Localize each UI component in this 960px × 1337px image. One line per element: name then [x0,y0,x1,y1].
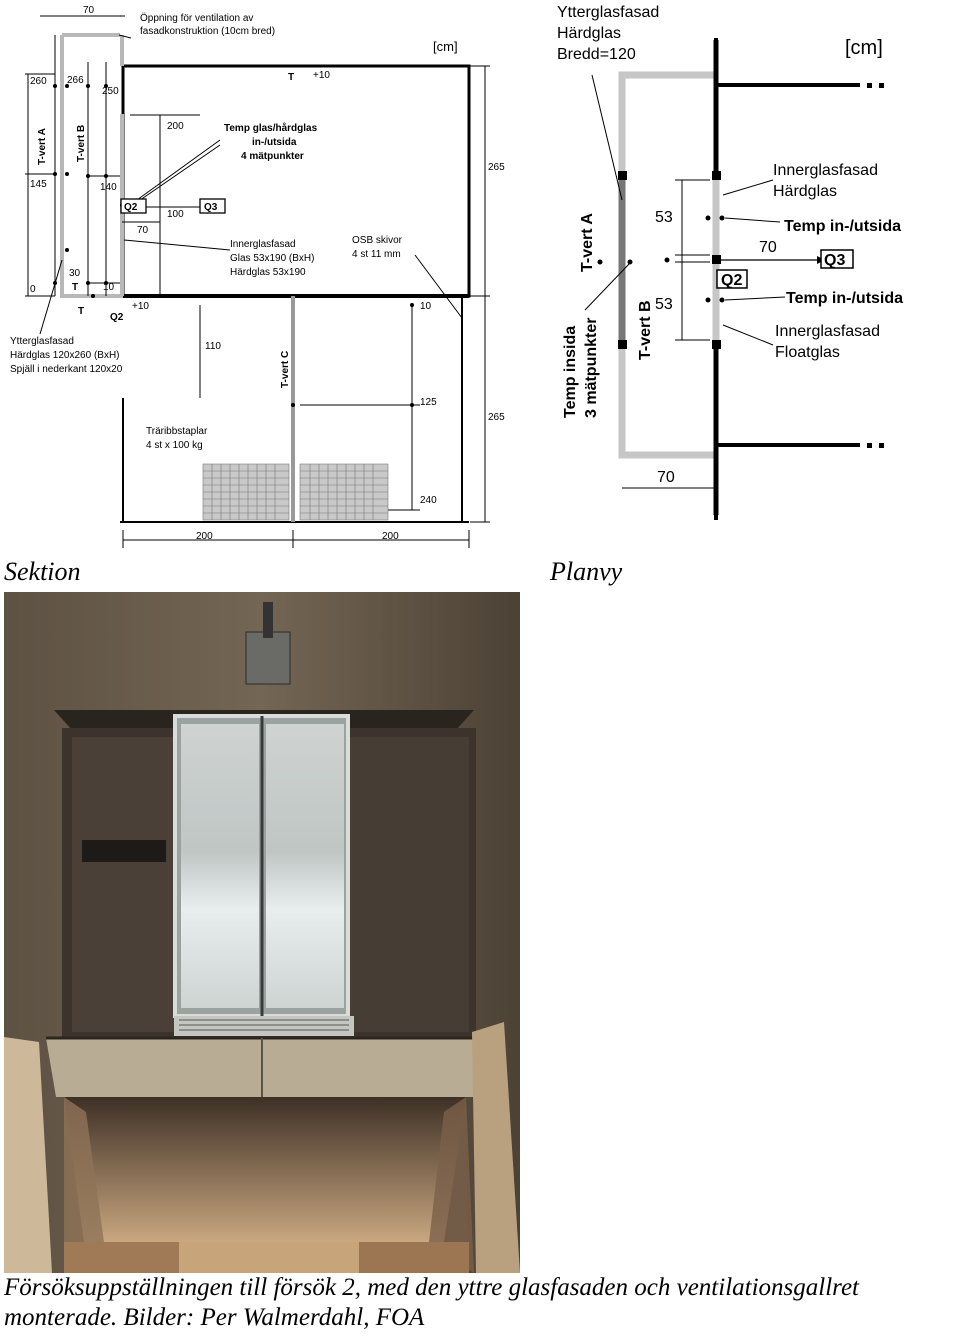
plan-dim-53a: 53 [655,209,673,226]
plan-t-vert-b: T-vert B [637,300,654,360]
dim-265a: 265 [488,162,505,173]
facade-photo [4,592,520,1273]
plan-outer-label-1: Ytterglasfasad [557,4,659,21]
plan-dim-53b: 53 [655,296,673,313]
plan-unit-label: [cm] [845,37,883,59]
dim-top-width: 70 [83,5,95,16]
pallets-label-1: Träribbstaplar [146,426,208,437]
plan-temp-inside-2: 3 mätpunkter [583,318,600,418]
t-label-top: T [288,72,294,83]
dim-240: 240 [420,495,437,506]
dim-110: 110 [205,341,221,352]
unit-label: [cm] [433,39,458,54]
t-vert-b-label: T-vert B [76,125,87,162]
osb-label-1: OSB skivor [352,235,403,246]
plan-inner-bottom-1: Innerglasfasad [775,323,880,340]
outer-facade-label-2: Härdglas 120x260 (BxH) [10,350,120,361]
q3-box-label: Q3 [204,202,218,213]
section-drawing: 70 260 266 250 145 140 30 10 0 200 100 7… [10,5,505,548]
plan-inner-top-2: Härdglas [773,183,837,200]
dim-265b: 265 [488,412,505,423]
dim-100: 100 [167,209,184,220]
plan-temp-1: Temp in-/utsida [784,218,901,235]
q2-bottom-label: Q2 [110,312,124,323]
inner-facade-label-2: Glas 53x190 (BxH) [230,253,314,264]
dim-30: 30 [69,268,81,279]
dim-266: 266 [67,75,84,86]
plan-dim-70: 70 [759,239,777,256]
q2-box-label: Q2 [124,202,138,213]
plan-q3-label: Q3 [824,252,845,269]
plan-inner-bottom-2: Floatglas [775,344,840,361]
plan-dim-70b: 70 [657,469,675,486]
dim-145: 145 [30,179,47,190]
plan-temp-2: Temp in-/utsida [786,290,903,307]
dim-10b: 10 [420,301,432,312]
dim-140: 140 [100,182,117,193]
vent-opening-label-1: Öppning för ventilation av [140,12,253,24]
dim-250: 250 [102,86,119,97]
caption-line-1: Försöksuppställningen till försök 2, med… [4,1274,860,1301]
plan-drawing: Ytterglasfasad Härdglas Bredd=120 [cm] I… [557,4,903,520]
inner-facade-label-1: Innerglasfasad [230,239,296,250]
pallet-stacks [202,463,389,521]
dim-260: 260 [30,76,47,87]
osb-label-2: 4 st 11 mm [352,249,401,260]
plan-outer-label-3: Bredd=120 [557,46,636,63]
section-caption: Sektion [4,557,81,586]
outer-facade-label-3: Spjäll i nederkant 120x20 [10,364,123,375]
plan-outer-label-2: Härdglas [557,25,621,42]
caption-line-2: monterade. Bilder: Per Walmerdahl, FOA [4,1304,425,1331]
plan-q2-label: Q2 [721,272,742,289]
temp-glass-label-1: Temp glas/hårdglas [224,122,318,134]
dim-plus10-a: +10 [313,70,330,81]
dim-bottom-right: 200 [382,531,399,542]
dim-200: 200 [167,121,184,132]
plan-inner-top-1: Innerglasfasad [773,162,878,179]
t-vert-c-label: T-vert C [280,351,291,388]
plan-t-vert-a: T-vert A [579,213,596,272]
outer-facade-label-1: Ytterglasfasad [10,336,74,347]
dim-bottom-left: 200 [196,531,213,542]
t-label-a: T [72,282,78,293]
inner-facade-label-3: Härdglas 53x190 [230,267,306,278]
plan-temp-inside-1: Temp insida [562,326,579,418]
t-label-b: T [78,306,84,317]
dim-70: 70 [137,225,149,236]
temp-glass-label-2: in-/utsida [252,137,297,148]
dim-plus10-b: +10 [132,301,149,312]
vent-opening-label-2: fasadkonstruktion (10cm bred) [140,26,275,37]
dim-125: 125 [420,397,437,408]
temp-glass-label-3: 4 mätpunkter [241,151,304,162]
plan-caption: Planvy [550,557,623,586]
figure-caption: Försöksuppställningen till försök 2, med… [4,1273,960,1333]
t-vert-a-label: T-vert A [37,128,48,165]
pallets-label-2: 4 st x 100 kg [146,440,203,451]
dim-10a: 10 [103,282,115,293]
dim-0: 0 [30,284,36,295]
